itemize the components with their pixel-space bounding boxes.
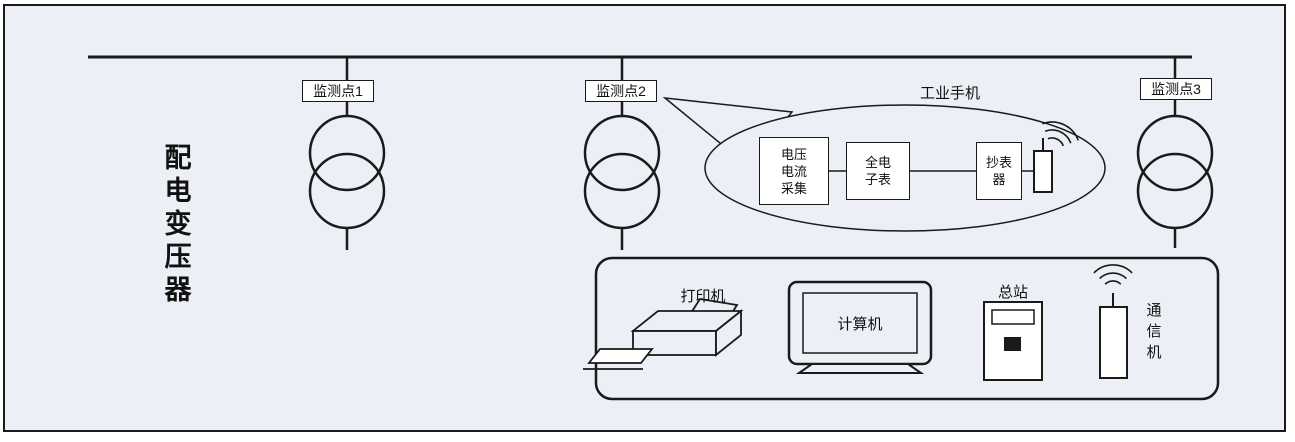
computer-label: 计算机 [837,315,883,333]
industrial-phone-title: 工业手机 [919,85,980,102]
diagram-border [3,4,1286,432]
master-station-label: 总站 [997,284,1028,301]
monitor-point-3-label: 监测点3 [1140,78,1212,100]
transformer-2-icon [583,57,661,250]
distribution-transformer-label: 配 电 变 压 器 [164,143,192,305]
computer-icon [787,280,933,374]
wireless-signal-icon-2 [1093,264,1133,285]
monitor-point-1-label: 监测点1 [302,80,374,102]
communication-device-label: 通 信 机 [1146,302,1162,361]
master-station-icon [983,301,1043,381]
meter-reader-handheld-icon [1033,138,1053,193]
meter-reader-box: 抄表 器 [976,142,1022,200]
monitor-point-2-label: 监测点2 [585,80,657,102]
station-panel [594,256,1220,401]
transformer-3-icon [1136,57,1214,248]
transformer-1-icon [308,57,386,250]
electronic-meter-box: 全电 子表 [846,142,910,200]
printer-icon [583,298,744,370]
wireless-signal-icon [1042,121,1080,147]
communication-device-icon [1099,293,1128,379]
printer-label: 打印机 [680,288,726,305]
voltage-current-acquisition-box: 电压 电流 采集 [759,137,829,205]
